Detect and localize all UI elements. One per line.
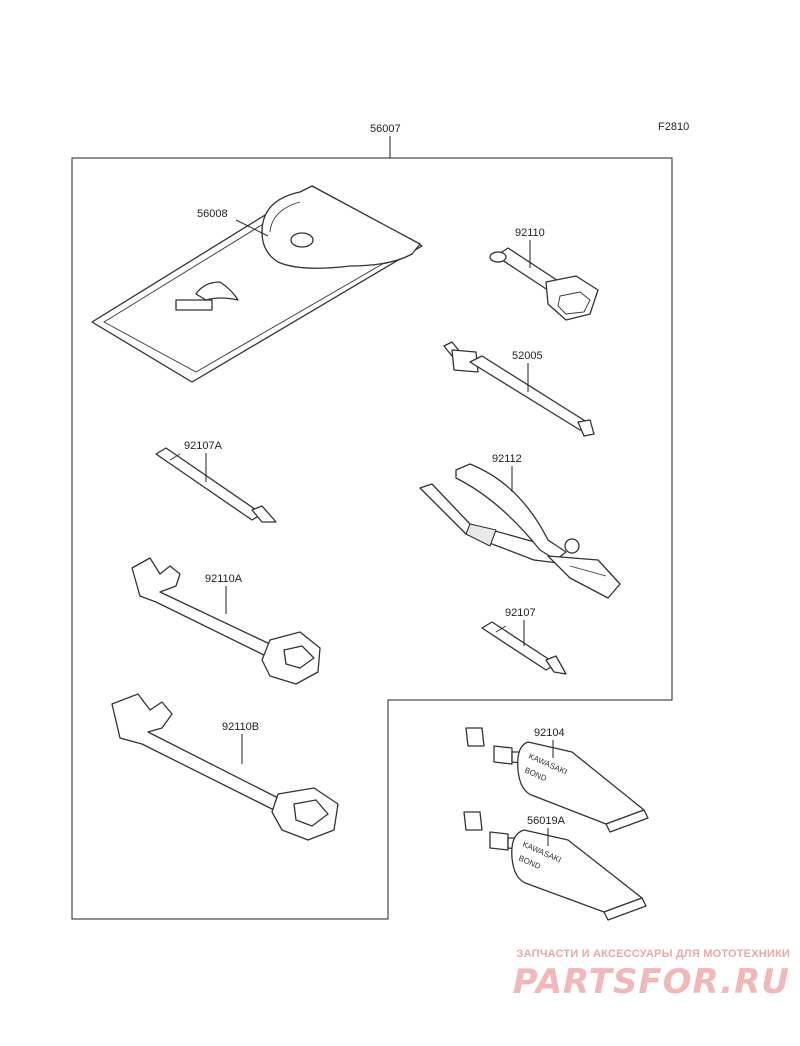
label-92110: 92110 <box>515 227 545 239</box>
screwdriver-92107 <box>481 621 567 675</box>
label-56008: 56008 <box>197 208 228 220</box>
screwdriver-92107a <box>155 447 277 523</box>
label-92110a: 92110A <box>205 573 243 585</box>
label-92107a: 92107A <box>184 440 223 452</box>
bond-tube-56019a: KAWASAKI BOND <box>463 811 647 921</box>
wrench-92110b <box>111 693 339 841</box>
label-92104: 92104 <box>534 727 565 739</box>
label-92112: 92112 <box>492 453 522 465</box>
kit-group-outline <box>71 157 673 920</box>
label-56019a: 56019A <box>527 815 566 827</box>
wrench-92110a <box>131 557 321 685</box>
pliers <box>419 463 621 599</box>
watermark-tagline: ЗАПЧАСТИ И АКСЕССУАРЫ ДЛЯ МОТОТЕХНИКИ <box>516 948 790 960</box>
tool-bag <box>91 185 423 383</box>
label-92107: 92107 <box>505 607 536 619</box>
watermark-logo: PARTSFOR.RU <box>512 962 790 1002</box>
screwdriver-handle <box>443 341 595 437</box>
figure-code: F2810 <box>658 121 689 133</box>
spark-plug-wrench <box>489 247 599 321</box>
label-92110b: 92110B <box>222 721 259 733</box>
label-56007: 56007 <box>370 123 401 135</box>
bond-tube-92104: KAWASAKI BOND <box>465 727 649 833</box>
label-52005: 52005 <box>512 350 543 362</box>
